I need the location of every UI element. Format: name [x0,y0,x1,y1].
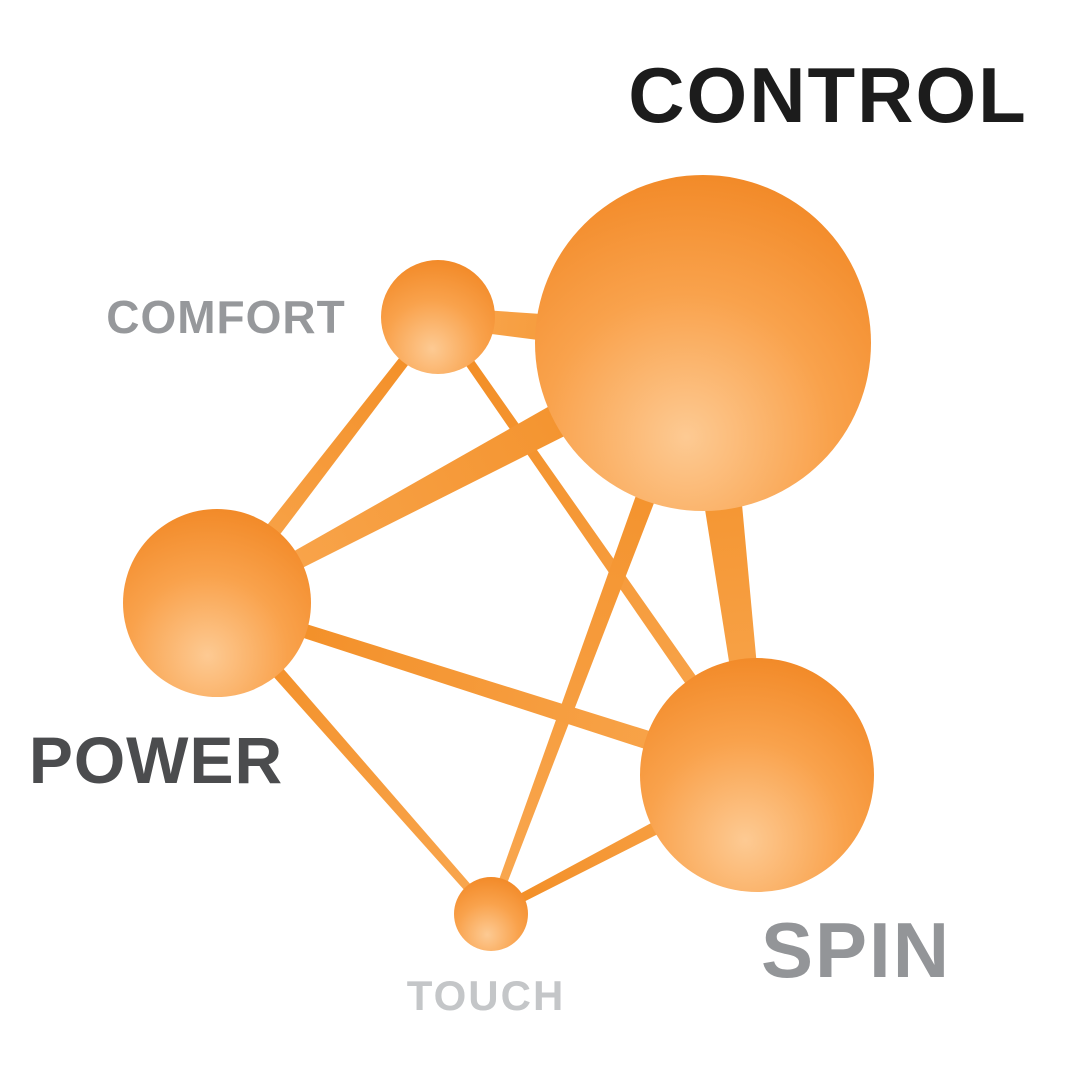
node-layer [123,175,874,951]
power-node [123,509,311,697]
edge-power-spin [215,596,760,785]
spin-node [640,658,874,892]
control-node [535,175,871,511]
control-label: CONTROL [628,51,1028,139]
touch-label: TOUCH [407,972,566,1019]
label-layer: CONTROL COMFORT POWER SPIN TOUCH [29,51,1028,1019]
comfort-label: COMFORT [106,291,346,343]
comfort-node [381,260,495,374]
touch-node [454,877,528,951]
spin-label: SPIN [761,906,951,994]
edge-power-touch [211,598,494,917]
power-label: POWER [29,723,283,797]
